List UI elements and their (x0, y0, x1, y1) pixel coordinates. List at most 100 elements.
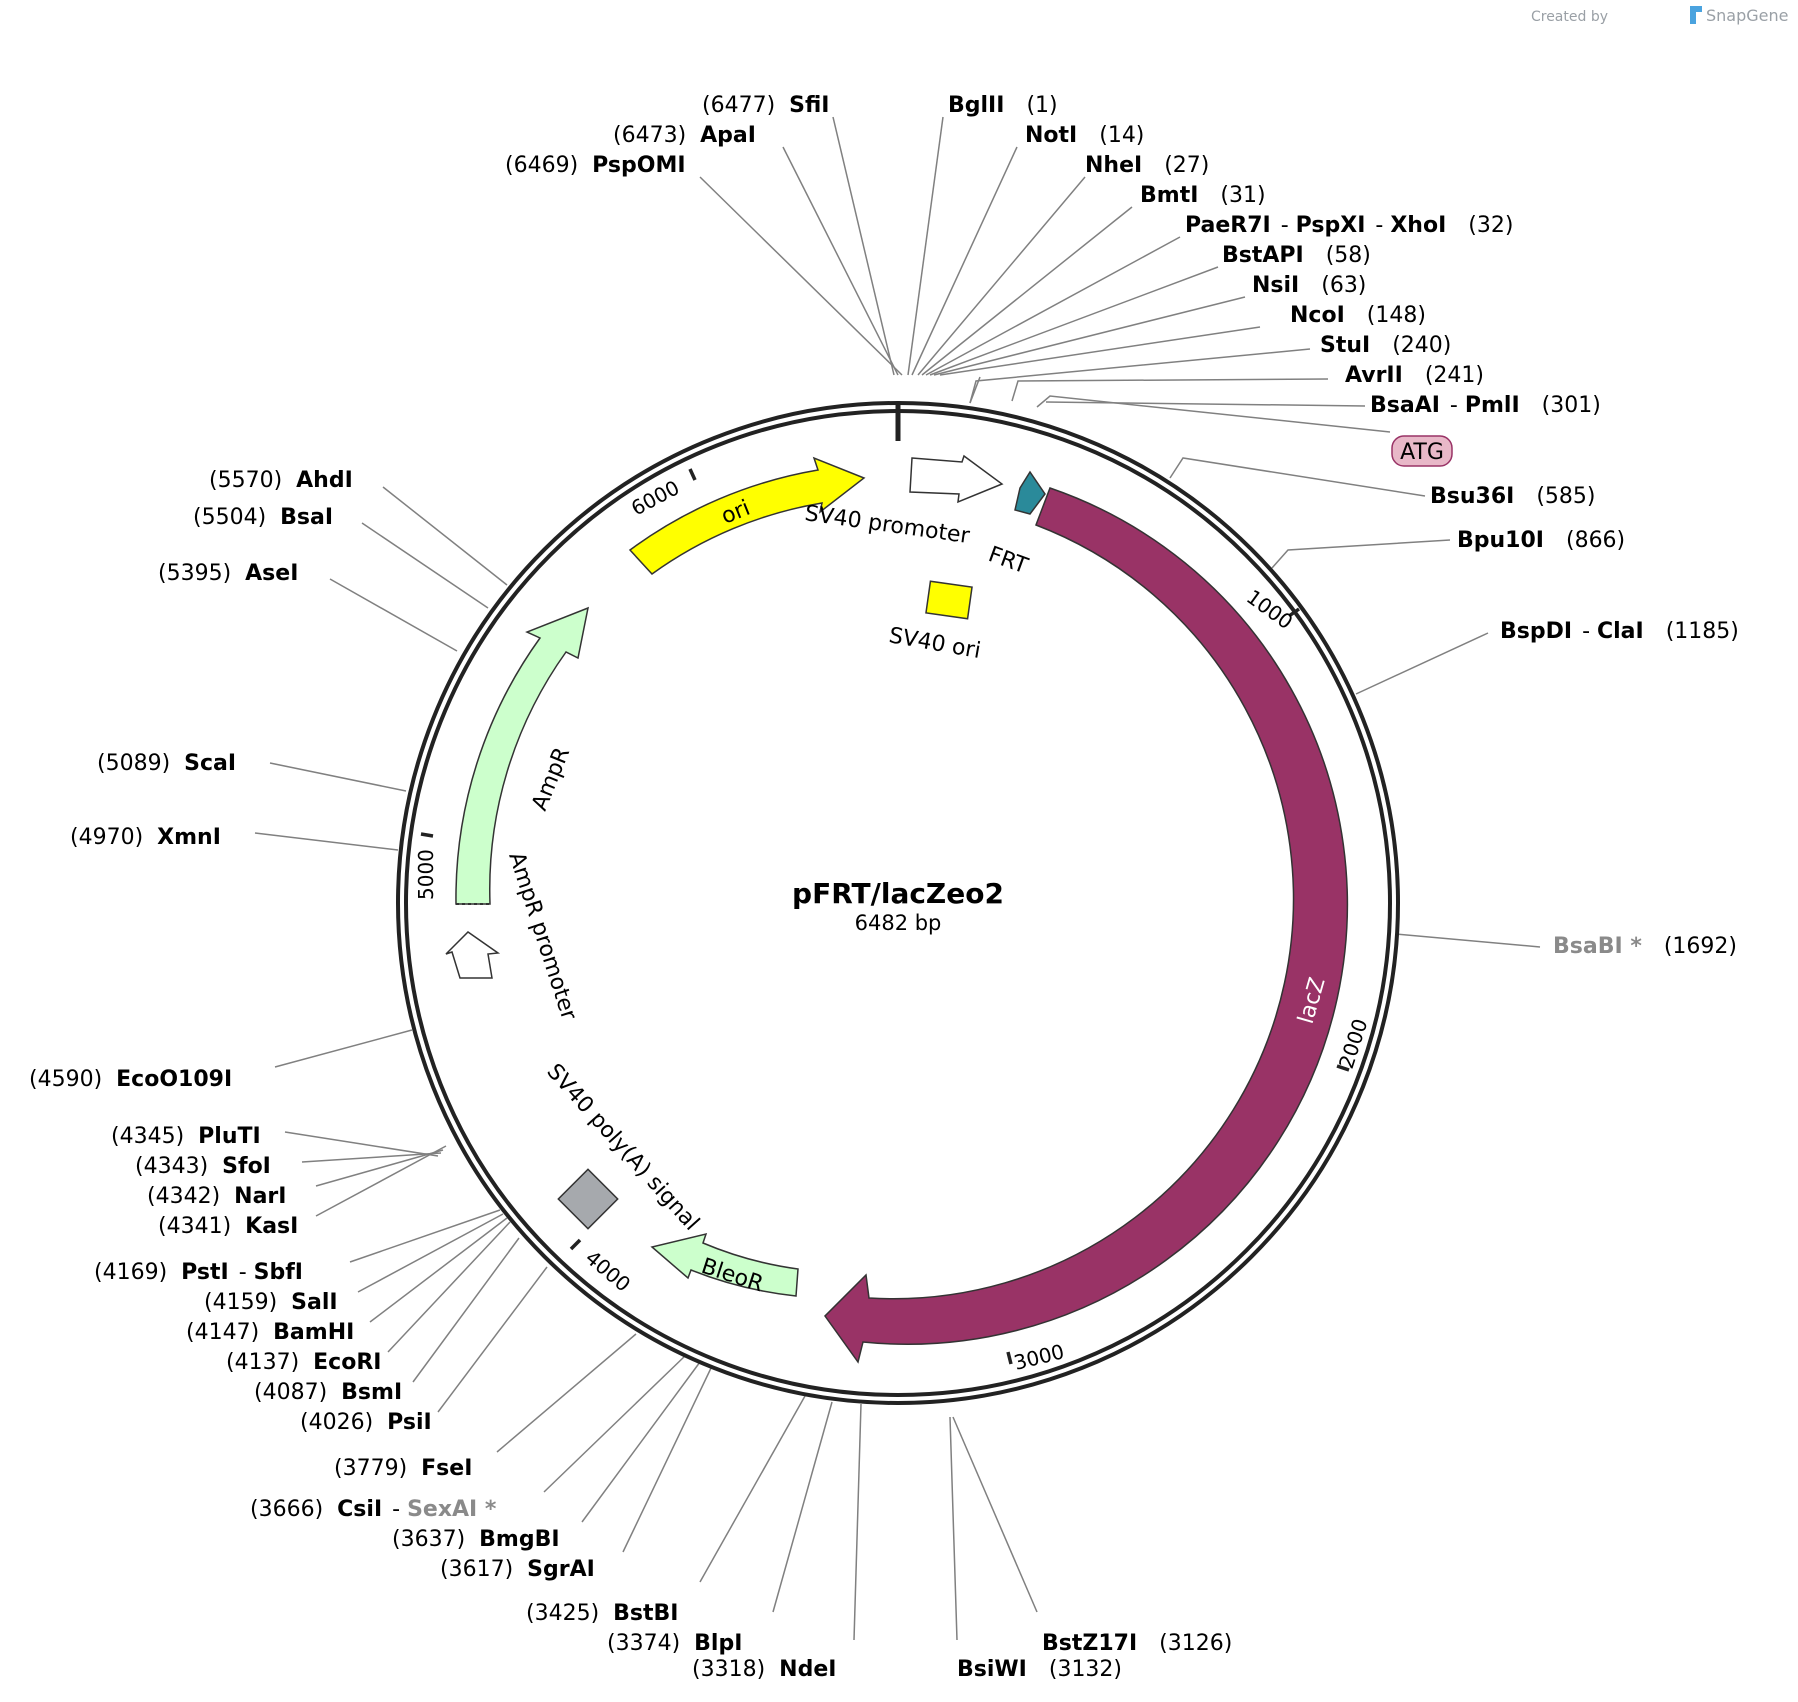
snapgene-logo-icon[interactable] (1690, 6, 1702, 24)
feature-ori[interactable]: ori (628, 456, 866, 575)
site-label[interactable]: (4026)PsiI (300, 1410, 432, 1435)
enzyme-name[interactable]: BsmI (341, 1380, 402, 1405)
enzyme-name[interactable]: SfoI (222, 1154, 271, 1179)
feature-bleor[interactable]: BleoR (650, 1232, 799, 1297)
enzyme-name[interactable]: SgrAI (527, 1557, 595, 1582)
enzyme-name[interactable]: NcoI (1290, 303, 1345, 328)
enzyme-name[interactable]: BlpI (694, 1631, 742, 1656)
enzyme-name[interactable]: BstBI (613, 1601, 678, 1626)
site-label[interactable]: (6473)ApaI (613, 123, 756, 148)
site-label[interactable]: StuI(240) (1320, 333, 1451, 358)
enzyme-name[interactable]: BspDI (1500, 619, 1572, 644)
enzyme-name[interactable]: NdeI (779, 1657, 836, 1682)
site-label[interactable]: (4147)BamHI (186, 1320, 354, 1345)
enzyme-name[interactable]: BmgBI (479, 1527, 559, 1552)
enzyme-name[interactable]: NheI (1085, 153, 1142, 178)
site-label[interactable]: (3637)BmgBI (392, 1527, 560, 1552)
enzyme-name[interactable]: BsaBI * (1553, 934, 1642, 959)
site-label[interactable]: BsaAI- PmlI(301) (1370, 393, 1601, 418)
enzyme-name[interactable]: SbfI (254, 1260, 303, 1285)
enzyme-name[interactable]: BstAPI (1222, 243, 1304, 268)
enzyme-name[interactable]: AseI (245, 561, 298, 586)
atg-marker[interactable]: ATG (1391, 435, 1453, 467)
enzyme-name[interactable]: Bpu10I (1457, 528, 1544, 553)
site-label[interactable]: BstZ17I(3126) (1042, 1631, 1232, 1656)
enzyme-name[interactable]: ClaI (1597, 619, 1644, 644)
enzyme-name[interactable]: Bsu36I (1430, 484, 1514, 509)
enzyme-name[interactable]: BglII (948, 93, 1004, 118)
enzyme-name[interactable]: PstI (181, 1260, 229, 1285)
site-label[interactable]: AvrII(241) (1345, 363, 1484, 388)
enzyme-name[interactable]: EcoO109I (116, 1067, 232, 1092)
enzyme-name[interactable]: PmlI (1465, 393, 1520, 418)
enzyme-name[interactable]: EcoRI (313, 1350, 381, 1375)
enzyme-name[interactable]: NarI (234, 1184, 286, 1209)
enzyme-name[interactable]: KasI (245, 1214, 298, 1239)
enzyme-name[interactable]: AhdI (296, 468, 353, 493)
enzyme-name[interactable]: PspOMI (592, 153, 685, 178)
site-label[interactable]: BsaBI *(1692) (1553, 934, 1737, 959)
enzyme-name[interactable]: BmtI (1140, 183, 1198, 208)
enzyme-name[interactable]: NotI (1025, 123, 1077, 148)
enzyme-name[interactable]: XhoI (1390, 213, 1446, 238)
site-label[interactable]: BstAPI(58) (1222, 243, 1371, 268)
site-label[interactable]: NcoI(148) (1290, 303, 1426, 328)
enzyme-name[interactable]: BsiWI (957, 1657, 1027, 1682)
feature-lacz[interactable]: lacZ (824, 487, 1349, 1364)
enzyme-name[interactable]: SexAI * (407, 1497, 497, 1522)
site-label[interactable]: NsiI(63) (1252, 273, 1366, 298)
enzyme-name[interactable]: BsaAI (1370, 393, 1440, 418)
site-label[interactable]: (5089)ScaI (97, 751, 236, 776)
enzyme-name[interactable]: FseI (421, 1456, 472, 1481)
enzyme-name[interactable]: PspXI (1296, 213, 1366, 238)
site-label[interactable]: NheI(27) (1085, 153, 1209, 178)
site-label[interactable]: (4342)NarI (147, 1184, 286, 1209)
site-label[interactable]: (4169)PstI- SbfI (94, 1260, 303, 1285)
site-label[interactable]: (3374)BlpI (607, 1631, 742, 1656)
site-label[interactable]: (4341)KasI (158, 1214, 298, 1239)
site-label[interactable]: (4345)PluTI (111, 1124, 261, 1149)
site-label[interactable]: (3425)BstBI (526, 1601, 679, 1626)
enzyme-name[interactable]: NsiI (1252, 273, 1299, 298)
site-label[interactable]: (5570)AhdI (209, 468, 353, 493)
site-label[interactable]: PaeR7I- PspXI- XhoI(32) (1185, 213, 1513, 238)
feature-sv40-polya[interactable]: SV40 poly(A) signal (542, 1059, 704, 1235)
site-label[interactable]: (4343)SfoI (135, 1154, 271, 1179)
credit-brand[interactable]: SnapGene (1706, 6, 1788, 25)
enzyme-name[interactable]: ApaI (700, 123, 756, 148)
site-label[interactable]: BspDI- ClaI(1185) (1500, 619, 1739, 644)
site-label[interactable]: BsiWI(3132) (957, 1657, 1122, 1682)
feature-sv40-ori[interactable]: SV40 ori (887, 580, 983, 664)
site-label[interactable]: (4137)EcoRI (226, 1350, 381, 1375)
site-label[interactable]: (3779)FseI (334, 1456, 472, 1481)
site-label[interactable]: (4590)EcoO109I (29, 1067, 232, 1092)
site-label[interactable]: (4159)SalI (204, 1290, 338, 1315)
enzyme-name[interactable]: XmnI (157, 825, 221, 850)
site-label[interactable]: (3318)NdeI (692, 1657, 836, 1682)
site-label[interactable]: (4970)XmnI (70, 825, 221, 850)
enzyme-name[interactable]: SalI (291, 1290, 337, 1315)
enzyme-name[interactable]: SfiI (789, 93, 829, 118)
site-label[interactable]: BglII(1) (948, 93, 1058, 118)
enzyme-name[interactable]: CsiI (337, 1497, 382, 1522)
enzyme-name[interactable]: PaeR7I (1185, 213, 1271, 238)
enzyme-name[interactable]: AvrII (1345, 363, 1403, 388)
site-label[interactable]: NotI(14) (1025, 123, 1144, 148)
site-label[interactable]: (6477)SfiI (702, 93, 830, 118)
site-label[interactable]: Bsu36I(585) (1430, 484, 1596, 509)
site-label[interactable]: (4087)BsmI (254, 1380, 402, 1405)
enzyme-name[interactable]: ScaI (184, 751, 236, 776)
site-label[interactable]: (5395)AseI (158, 561, 298, 586)
enzyme-name[interactable]: BsaI (280, 505, 333, 530)
site-label[interactable]: Bpu10I(866) (1457, 528, 1625, 553)
site-label[interactable]: (3617)SgrAI (440, 1557, 595, 1582)
enzyme-name[interactable]: BamHI (273, 1320, 354, 1345)
enzyme-name[interactable]: PluTI (198, 1124, 261, 1149)
enzyme-name[interactable]: PsiI (387, 1410, 432, 1435)
enzyme-name[interactable]: StuI (1320, 333, 1370, 358)
site-label[interactable]: BmtI(31) (1140, 183, 1266, 208)
site-label[interactable]: (3666)CsiI- SexAI * (250, 1497, 497, 1522)
enzyme-name[interactable]: BstZ17I (1042, 1631, 1137, 1656)
site-label[interactable]: (5504)BsaI (193, 505, 333, 530)
site-label[interactable]: (6469)PspOMI (505, 153, 686, 178)
